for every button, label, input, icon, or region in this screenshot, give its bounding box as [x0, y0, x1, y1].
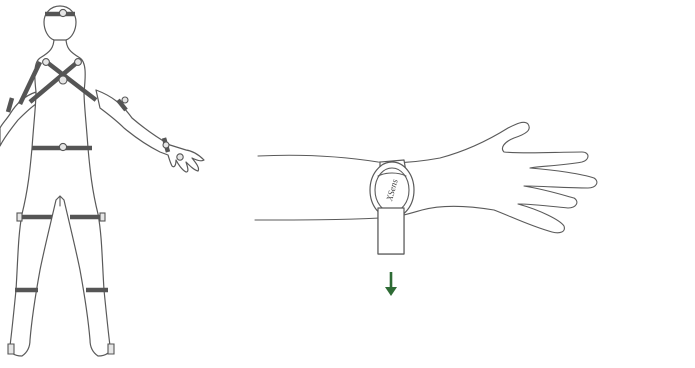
figure-arm-left: [0, 91, 37, 147]
body-sensor-figure-icon: [0, 5, 205, 357]
chest-strap-a: [42, 58, 98, 102]
forearm-outline: [254, 121, 598, 234]
foot-sensor-left: [7, 343, 15, 355]
shoulder-sensor-left: [42, 58, 50, 66]
shoulder-sensor-right: [74, 58, 82, 66]
figure-body: [9, 37, 111, 357]
foot-sensor-right: [107, 343, 115, 355]
figure-arm-right: [95, 89, 205, 173]
sternum-sensor: [58, 75, 68, 85]
upper-arm-strap-right: [116, 98, 128, 112]
upper-arm-sensor-right: [121, 96, 129, 104]
upper-arm-strap-left: [5, 97, 15, 113]
head-sensor: [58, 8, 68, 18]
arrow-down-icon: [385, 272, 397, 296]
chest-strap-b: [28, 58, 82, 104]
pelvis-sensor: [58, 142, 68, 152]
wrist-sensor-icon: XSens: [254, 121, 598, 255]
hand-sensor: [176, 153, 184, 161]
